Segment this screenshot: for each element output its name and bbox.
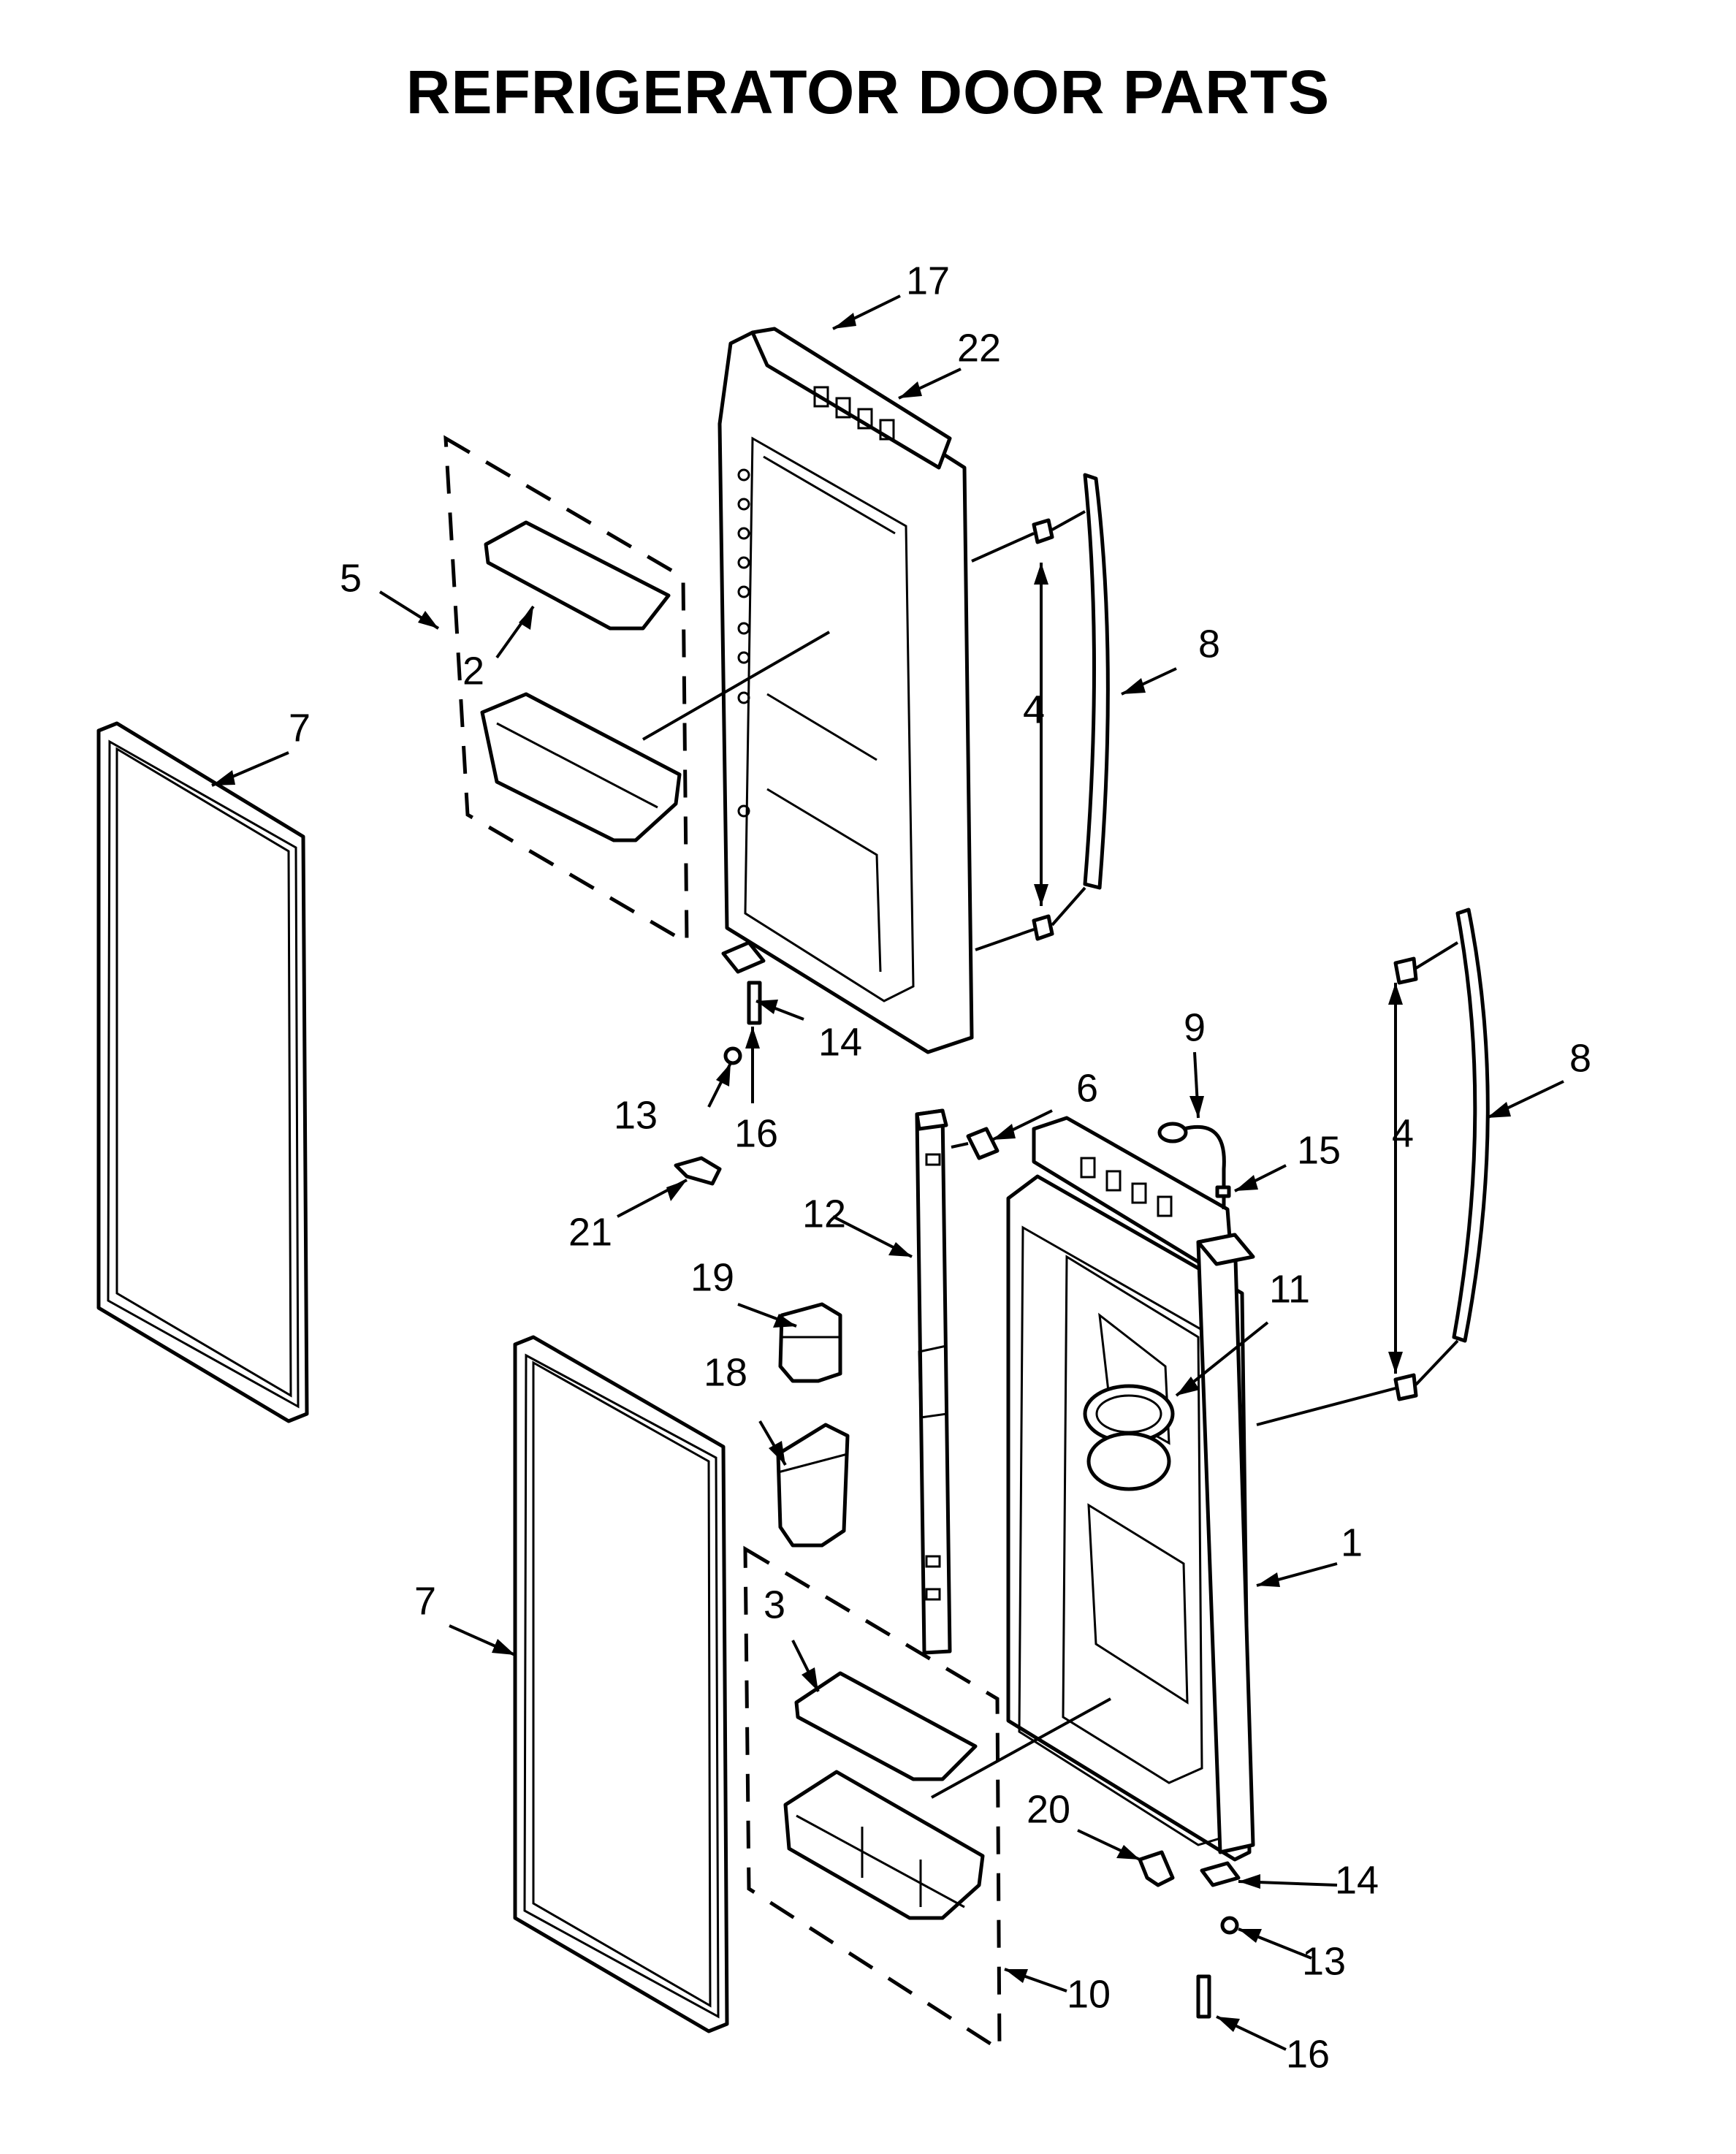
upper-door-liner [717, 330, 974, 1054]
callout-15: 15 [1297, 1128, 1341, 1172]
callout-2: 2 [462, 649, 484, 693]
lower-door-handle [1452, 907, 1490, 1343]
door-bin-18 [776, 1423, 850, 1548]
lower-door-bin [783, 1770, 985, 1920]
hinge-cover-21 [674, 1156, 722, 1186]
upper-door-handle [1083, 473, 1110, 890]
lower-door-hinge [1196, 1861, 1241, 2019]
upper-door-top-cap [750, 327, 952, 470]
callout-3: 3 [764, 1583, 785, 1626]
callout-4-upper: 4 [1023, 688, 1045, 731]
dispenser-housing-ring [1083, 1384, 1175, 1491]
callout-8-upper: 8 [1198, 622, 1220, 666]
callout-labels: 17 22 5 2 7 4 8 14 13 16 9 6 15 4 8 21 1… [289, 259, 1591, 2076]
callout-7-upper: 7 [289, 706, 311, 750]
leader-arrowheads [212, 313, 1511, 2032]
callout-16-upper: 16 [734, 1111, 778, 1155]
hinge-cover-20 [1138, 1850, 1175, 1887]
callout-14-lower: 14 [1335, 1858, 1379, 1902]
lower-bin-cover [794, 1671, 978, 1781]
callout-11: 11 [1269, 1267, 1310, 1311]
lower-handle-screws [1256, 941, 1459, 1426]
callout-4-lower: 4 [1392, 1111, 1414, 1155]
upper-handle-screws [971, 510, 1086, 951]
door-bin-19 [778, 1302, 842, 1383]
mullion-heater-plug [951, 1127, 1000, 1160]
callout-5: 5 [340, 556, 362, 600]
callout-19: 19 [690, 1255, 734, 1299]
callout-6: 6 [1076, 1066, 1098, 1110]
callout-18: 18 [704, 1350, 747, 1394]
upper-bin-leader [642, 631, 830, 741]
page-title: REFRIGERATOR DOOR PARTS [406, 58, 1330, 126]
callout-8-lower: 8 [1569, 1036, 1591, 1080]
callout-13-lower: 13 [1302, 1939, 1346, 1983]
lower-door-gasket [513, 1335, 729, 2033]
callout-13-upper: 13 [614, 1093, 658, 1137]
water-tube [1157, 1122, 1231, 1209]
upper-door-gasket [96, 721, 309, 1423]
callout-21: 21 [568, 1210, 612, 1254]
callout-20: 20 [1027, 1787, 1070, 1831]
callout-22: 22 [957, 326, 1001, 370]
upper-door-hinge [721, 940, 766, 1065]
upper-door-bin [480, 692, 682, 842]
callout-1: 1 [1341, 1521, 1363, 1564]
callout-16-lower: 16 [1286, 2032, 1330, 2076]
lower-door-shelf-dashed-box [743, 1545, 1002, 2053]
callout-17: 17 [906, 259, 950, 302]
lower-door-liner [1006, 1174, 1252, 1862]
upper-bin-cover [484, 520, 671, 631]
callout-7-lower: 7 [414, 1579, 436, 1623]
callout-10: 10 [1067, 1972, 1111, 2016]
lower-bin-leader [931, 1697, 1111, 1799]
callout-14-upper: 14 [818, 1020, 862, 1064]
lower-door-frame-right [1196, 1233, 1255, 1854]
callout-9: 9 [1184, 1005, 1206, 1049]
callout-12: 12 [802, 1192, 846, 1236]
mullion-bar [915, 1108, 952, 1655]
